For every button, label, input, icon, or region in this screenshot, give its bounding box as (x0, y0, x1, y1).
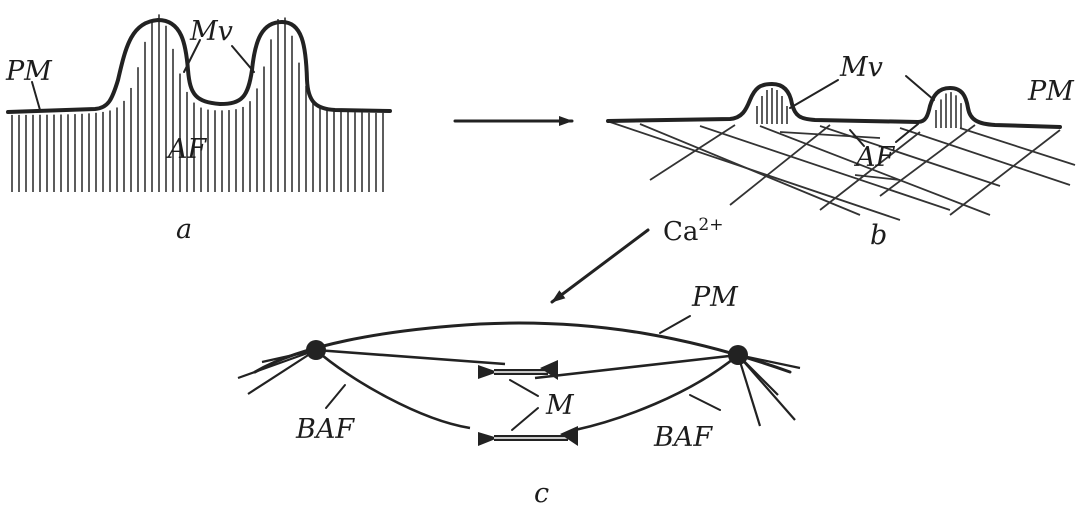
mv-label-a: Mv (189, 16, 233, 47)
panel-label-b: b (870, 220, 887, 251)
right-node-rays (736, 353, 801, 427)
baf-label-c-right: BAF (653, 422, 713, 453)
af-leader-b-right (895, 123, 919, 143)
actin-network-b (609, 121, 1076, 221)
pm-leader-c (659, 315, 691, 334)
calcium-ion-label: Ca2+ (663, 215, 723, 247)
plasma-membrane-b (606, 82, 1062, 129)
panel-a: PM Mv AF a (5, 14, 392, 245)
anchor-node-right (728, 345, 748, 365)
pm-label-b: PM (1027, 76, 1075, 107)
myosin-lower (478, 426, 578, 446)
panel-label-a: a (176, 214, 192, 245)
arrow-b-to-c (550, 228, 650, 304)
mv-leader-b-right (905, 75, 935, 101)
af-leader-b-left (849, 129, 865, 147)
baf-leader-c-left (325, 384, 346, 409)
mv-leader-a-left (183, 39, 201, 73)
panel-c: PM M BAF BAF c (237, 282, 801, 509)
m-leader-c-upper (509, 379, 539, 397)
mv-leader-a-right (231, 45, 255, 73)
plasma-membrane-a (6, 18, 392, 114)
m-leader-c-lower (511, 407, 539, 431)
myosin-upper (478, 360, 558, 380)
af-label-a: AF (165, 134, 207, 165)
pm-label-c: PM (691, 282, 739, 313)
microvilli-stripes-b (756, 88, 962, 128)
left-node-rays (237, 348, 317, 395)
actin-filaments-a (11, 14, 384, 192)
baf-leader-c-right (689, 394, 721, 411)
bundled-actin-filaments (315, 348, 739, 432)
mv-leader-b-left (789, 79, 839, 109)
mv-label-b: Mv (839, 52, 883, 83)
panel-b: Mv PM AF b (606, 52, 1076, 251)
panel-label-c: c (534, 478, 549, 509)
pm-leader-a (31, 81, 41, 111)
af-label-b: AF (853, 142, 895, 173)
baf-label-c-left: BAF (295, 414, 355, 445)
m-label-c: M (545, 390, 575, 421)
pm-label-a: PM (5, 56, 53, 87)
anchor-node-left (306, 340, 326, 360)
